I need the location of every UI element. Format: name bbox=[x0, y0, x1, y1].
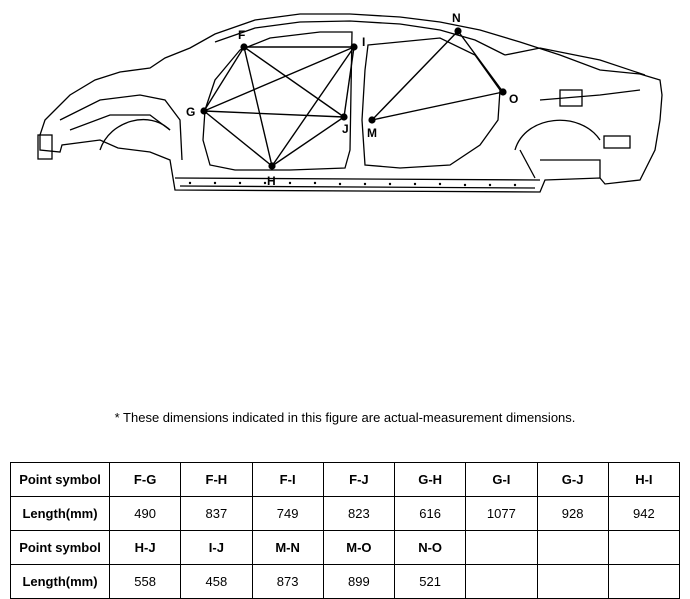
row-header-symbol: Point symbol bbox=[10, 462, 110, 497]
row-header-length: Length(mm) bbox=[10, 496, 110, 531]
point-o-marker bbox=[499, 88, 507, 96]
segment-h-i bbox=[271, 46, 355, 167]
table-row-symbols-1: Point symbol F-G F-H F-I F-J G-H G-I G-J… bbox=[10, 462, 681, 497]
length-cell: 616 bbox=[393, 496, 467, 531]
point-f-marker bbox=[240, 43, 248, 51]
length-cell: 1077 bbox=[465, 496, 538, 531]
segment-i-j bbox=[343, 46, 355, 118]
row-header-length: Length(mm) bbox=[10, 564, 110, 599]
length-cell: 873 bbox=[251, 564, 324, 599]
segment-f-h bbox=[243, 46, 273, 167]
point-g-marker bbox=[200, 107, 208, 115]
symbol-cell bbox=[465, 530, 538, 565]
point-i-marker bbox=[350, 43, 358, 51]
symbol-cell bbox=[536, 530, 609, 565]
measurement-note: * These dimensions indicated in this fig… bbox=[114, 410, 576, 425]
symbol-cell: I-J bbox=[180, 530, 253, 565]
segment-m-n bbox=[371, 30, 459, 121]
car-body-outline bbox=[37, 13, 663, 193]
segment-g-i bbox=[203, 46, 355, 112]
segment-h-j bbox=[271, 116, 345, 167]
length-cell: 490 bbox=[108, 496, 182, 531]
segment-n-o bbox=[457, 30, 504, 93]
point-m-label: M bbox=[367, 126, 377, 140]
symbol-cell: M-O bbox=[322, 530, 396, 565]
length-cell: 837 bbox=[180, 496, 253, 531]
measurement-points: F G H I J M N O bbox=[186, 11, 518, 188]
symbol-cell: G-J bbox=[536, 462, 609, 497]
symbol-cell: M-N bbox=[251, 530, 324, 565]
row-header-symbol: Point symbol bbox=[10, 530, 110, 565]
length-cell: 942 bbox=[607, 496, 681, 531]
symbol-cell: F-I bbox=[251, 462, 324, 497]
point-i-label: I bbox=[362, 35, 365, 49]
table-row-symbols-2: Point symbol H-J I-J M-N M-O N-O bbox=[10, 530, 681, 565]
point-n-label: N bbox=[452, 11, 461, 25]
symbol-cell: G-I bbox=[465, 462, 538, 497]
symbol-cell: H-J bbox=[108, 530, 182, 565]
length-cell: 558 bbox=[108, 564, 182, 599]
point-h-marker bbox=[268, 162, 276, 170]
length-cell: 458 bbox=[180, 564, 253, 599]
length-cell: 823 bbox=[322, 496, 396, 531]
point-h-label: H bbox=[267, 174, 276, 188]
point-g-label: G bbox=[186, 105, 195, 119]
rocker-dots bbox=[188, 181, 517, 187]
symbol-cell: F-G bbox=[108, 462, 182, 497]
symbol-cell bbox=[607, 530, 681, 565]
length-cell: 521 bbox=[393, 564, 467, 599]
segment-g-j bbox=[203, 110, 345, 118]
segment-m-o bbox=[371, 91, 504, 121]
table-row-lengths-1: Length(mm) 490 837 749 823 616 1077 928 … bbox=[10, 496, 681, 531]
point-m-marker bbox=[368, 116, 376, 124]
point-n-marker bbox=[454, 27, 462, 35]
segment-f-j bbox=[243, 46, 345, 118]
length-cell: 899 bbox=[322, 564, 396, 599]
length-cell: 749 bbox=[251, 496, 324, 531]
length-cell bbox=[465, 564, 538, 599]
length-cell: 928 bbox=[536, 496, 609, 531]
symbol-cell: F-J bbox=[322, 462, 396, 497]
body-dimension-figure: F G H I J M N O bbox=[37, 11, 663, 193]
length-cell bbox=[607, 564, 681, 599]
symbol-cell: G-H bbox=[393, 462, 467, 497]
segment-f-g bbox=[203, 46, 245, 112]
point-j-label: J bbox=[342, 122, 349, 136]
point-f-label: F bbox=[238, 28, 245, 42]
length-cell bbox=[536, 564, 609, 599]
point-o-label: O bbox=[509, 92, 518, 106]
symbol-cell: H-I bbox=[607, 462, 681, 497]
symbol-cell: N-O bbox=[393, 530, 467, 565]
dimension-table: Point symbol F-G F-H F-I F-J G-H G-I G-J… bbox=[10, 462, 681, 599]
measurement-lines bbox=[203, 30, 504, 167]
table-row-lengths-2: Length(mm) 558 458 873 899 521 bbox=[10, 564, 681, 599]
segment-g-h bbox=[203, 110, 273, 167]
point-j-marker bbox=[340, 113, 348, 121]
symbol-cell: F-H bbox=[180, 462, 253, 497]
